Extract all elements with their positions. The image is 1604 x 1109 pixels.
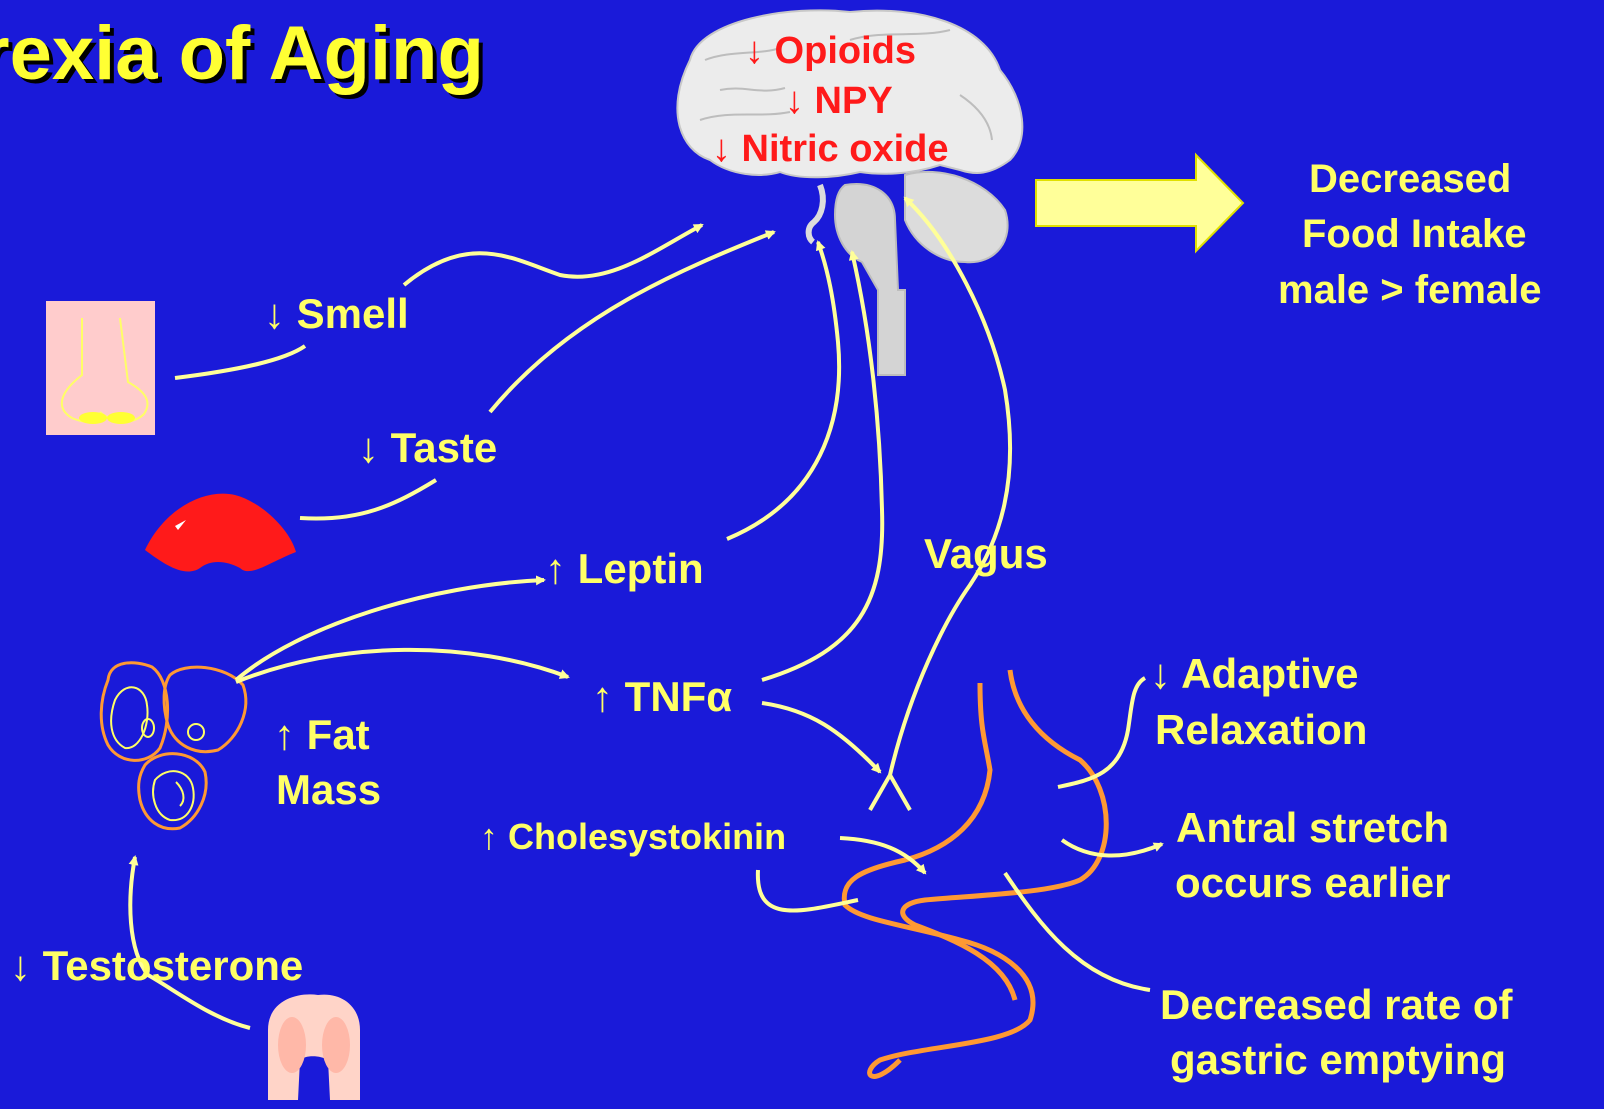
- connector-antral: [1062, 840, 1162, 856]
- connector-leptin-brain: [727, 242, 839, 539]
- outcome-line-2: Food Intake: [1302, 212, 1526, 257]
- outcome-line-1: Decreased: [1309, 157, 1511, 202]
- brain-label-npy: ↓ NPY: [785, 80, 893, 123]
- connector-adaptive: [1058, 678, 1145, 787]
- label-gastric-line-2: gastric emptying: [1170, 1036, 1506, 1084]
- connector-nose-smell: [175, 346, 305, 378]
- connector-tnf-brain: [762, 252, 882, 680]
- tongue-icon: [145, 494, 296, 572]
- nose-icon: [46, 301, 155, 435]
- brain-label-opioids: ↓ Opioids: [745, 30, 916, 73]
- label-fat-line-2: Mass: [276, 766, 381, 814]
- testes-icon: [268, 994, 360, 1100]
- label-smell: ↓ Smell: [264, 290, 409, 338]
- label-taste: ↓ Taste: [358, 424, 497, 472]
- connector-fat-tnf: [236, 650, 568, 682]
- arrow-right-icon: [1036, 155, 1243, 251]
- label-vagus: Vagus: [924, 530, 1048, 578]
- slide-title: rexia of Aging: [0, 10, 484, 97]
- label-adaptive-line-2: Relaxation: [1155, 706, 1367, 754]
- label-fat-line-1: ↑ Fat: [274, 711, 370, 759]
- outcome-line-3: male > female: [1278, 268, 1542, 313]
- brain-label-nitric-oxide: ↓ Nitric oxide: [712, 128, 949, 171]
- fat-cells-icon: [101, 663, 246, 829]
- label-cholecystokinin: ↑ Cholesystokinin: [480, 816, 786, 858]
- label-antral-line-2: occurs earlier: [1175, 859, 1451, 907]
- label-leptin: ↑ Leptin: [545, 545, 704, 593]
- label-testosterone: ↓ Testosterone: [10, 942, 303, 990]
- connector-tnf-vagus: [762, 703, 880, 772]
- connector-taste-brain: [490, 232, 774, 412]
- connector-smell-brain: [404, 225, 702, 285]
- label-adaptive-line-1: ↓ Adaptive: [1150, 650, 1358, 698]
- label-antral-line-1: Antral stretch: [1176, 804, 1449, 852]
- connector-tongue-taste: [300, 480, 436, 519]
- label-tnf: ↑ TNFα: [592, 673, 732, 721]
- label-gastric-line-1: Decreased rate of: [1160, 981, 1513, 1029]
- stomach-icon: [844, 670, 1106, 1076]
